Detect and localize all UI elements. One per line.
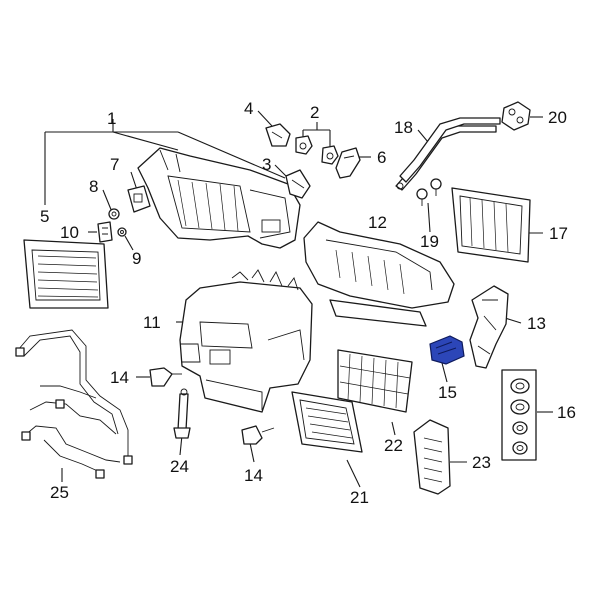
- callout-16: 16: [557, 403, 576, 422]
- part-3-bracket: [285, 169, 311, 199]
- part-9-washer: [117, 227, 127, 237]
- part-22-air-filter: [337, 349, 413, 413]
- part-18-pipes: [395, 117, 501, 191]
- callout-numbers: 1 2 3 4 5 6 7 8 9 10 11 12 13 14 14 15 1…: [40, 99, 576, 507]
- callout-25: 25: [50, 483, 69, 502]
- callout-19: 19: [420, 232, 439, 251]
- part-2-fittings: [295, 135, 339, 165]
- callout-3: 3: [262, 155, 271, 174]
- part-14-sensor-upper: [149, 367, 182, 387]
- callout-10: 10: [60, 223, 79, 242]
- callout-22: 22: [384, 436, 403, 455]
- part-15-resistor-highlighted: [429, 335, 465, 365]
- callout-7: 7: [110, 155, 119, 174]
- part-8-grommet: [108, 208, 120, 220]
- callout-6: 6: [377, 148, 386, 167]
- part-6-connector: [335, 147, 361, 179]
- part-5-core: [23, 239, 109, 309]
- part-1-housing: [137, 147, 301, 249]
- part-25-wiring-harness: [15, 329, 133, 479]
- part-12-duct: [303, 221, 455, 327]
- part-16-seal-kit: [501, 369, 537, 461]
- part-23-vent-cover: [413, 419, 451, 495]
- part-19-clips: [416, 178, 442, 206]
- callout-2: 2: [310, 103, 319, 122]
- callout-21: 21: [350, 488, 369, 507]
- part-11-hvac-case: [179, 269, 313, 413]
- callout-17: 17: [549, 224, 568, 243]
- callout-15: 15: [438, 383, 457, 402]
- callout-18: 18: [394, 118, 413, 137]
- callout-9: 9: [132, 249, 141, 268]
- part-7-switch: [127, 185, 151, 213]
- callout-11: 11: [143, 313, 161, 332]
- callout-23: 23: [472, 453, 491, 472]
- callout-13: 13: [527, 314, 546, 333]
- part-4-clip: [265, 123, 291, 147]
- callout-14-upper: 14: [110, 368, 129, 387]
- callout-8: 8: [89, 177, 98, 196]
- part-17-heater-core: [451, 187, 531, 263]
- part-13-bracket: [469, 285, 509, 369]
- callout-14-lower: 14: [244, 466, 263, 485]
- callout-1: 1: [107, 109, 116, 128]
- callout-4: 4: [244, 99, 253, 118]
- part-21-filter-frame: [291, 391, 363, 453]
- callout-20: 20: [548, 108, 567, 127]
- callout-12: 12: [368, 213, 387, 232]
- part-20-seal-plate: [501, 101, 531, 131]
- part-14-sensor-lower: [241, 425, 275, 445]
- part-10-valve: [97, 221, 113, 243]
- part-24-actuator: [173, 388, 191, 439]
- callout-24: 24: [170, 457, 189, 476]
- callout-5: 5: [40, 207, 49, 226]
